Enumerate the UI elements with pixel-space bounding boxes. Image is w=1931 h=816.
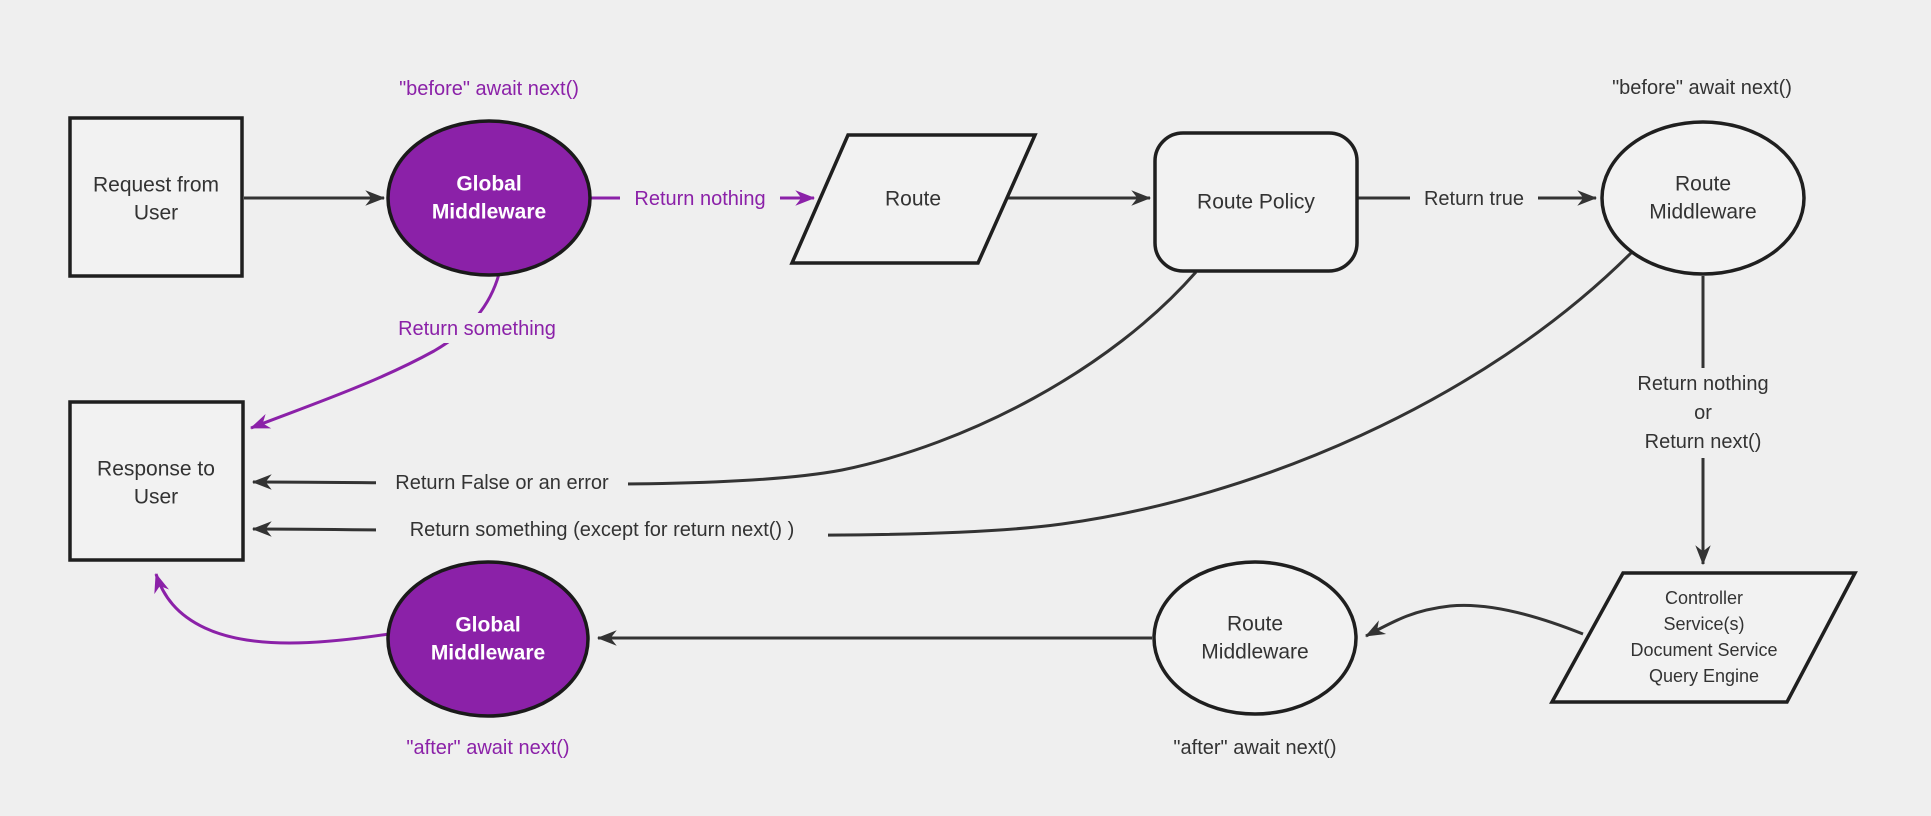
route-policy-box — [1153, 131, 1359, 273]
return-something-except-label: Return something (except for return next… — [410, 519, 795, 541]
node-global-middleware-top: Global Middleware — [386, 119, 592, 277]
node-request-from-user: Request from User — [68, 116, 244, 278]
controller-line1: Controller — [1665, 588, 1743, 608]
global-middleware-top-line2: Middleware — [432, 201, 546, 224]
edge-label-return-nothing-or-next: Return nothing or Return next() — [1615, 368, 1791, 458]
edge-label-return-true: Return true — [1410, 183, 1538, 213]
arrow-global-middleware-return-something-to-response — [249, 273, 501, 430]
after-await-next-middle-label: "after" await next() — [1173, 737, 1336, 759]
controller-line4: Query Engine — [1649, 666, 1759, 686]
before-await-next-top-label: "before" await next() — [399, 78, 579, 100]
route-parallelogram — [789, 133, 1038, 265]
node-route-middleware-top: Route Middleware — [1600, 120, 1806, 276]
after-await-next-left-label: "after" await next() — [406, 737, 569, 759]
edge-label-return-false-error: Return False or an error — [376, 467, 628, 497]
return-nothing-or-next-line2: or — [1694, 402, 1712, 424]
arrow-controller-to-route-middleware-bottom — [1365, 603, 1584, 638]
response-to-user-line1: Response to — [97, 458, 215, 481]
global-middleware-top-ellipse — [386, 119, 592, 277]
global-middleware-bottom-ellipse — [386, 560, 590, 718]
node-route-policy: Route Policy — [1153, 131, 1359, 273]
route-middleware-top-line1: Route — [1675, 173, 1731, 196]
return-nothing-or-next-line1: Return nothing — [1637, 373, 1768, 395]
label-background — [1615, 368, 1791, 458]
route-policy-label: Route Policy — [1197, 191, 1315, 214]
label-background — [376, 514, 828, 544]
arrow-route-policy-to-response — [251, 271, 1198, 490]
controller-line2: Service(s) — [1663, 614, 1744, 634]
label-background — [376, 467, 628, 497]
global-middleware-bottom-line1: Global — [455, 614, 520, 637]
node-response-to-user: Response to User — [68, 400, 245, 562]
route-middleware-bottom-ellipse — [1152, 560, 1358, 716]
response-to-user-line2: User — [134, 486, 178, 509]
route-middleware-bottom-line2: Middleware — [1201, 641, 1308, 664]
controller-line3: Document Service — [1630, 640, 1777, 660]
return-true-label: Return true — [1424, 188, 1524, 210]
request-from-user-line1: Request from — [93, 174, 219, 197]
label-background — [1410, 183, 1538, 213]
edge-label-return-something-except: Return something (except for return next… — [376, 514, 828, 544]
before-await-next-right-label: "before" await next() — [1612, 77, 1792, 99]
request-from-user-line2: User — [134, 202, 178, 225]
global-middleware-top-line1: Global — [456, 173, 521, 196]
label-background — [390, 313, 564, 343]
route-middleware-top-ellipse — [1600, 120, 1806, 276]
node-route-middleware-bottom: Route Middleware — [1152, 560, 1358, 716]
return-nothing-or-next-line3: Return next() — [1645, 431, 1762, 453]
global-middleware-bottom-line2: Middleware — [431, 642, 545, 665]
edge-label-return-something: Return something — [390, 313, 564, 343]
label-background — [620, 183, 780, 213]
return-something-label: Return something — [398, 318, 556, 340]
return-nothing-label: Return nothing — [634, 188, 765, 210]
request-from-user-box — [68, 116, 244, 278]
node-route: Route — [789, 133, 1038, 265]
node-controller-services: Controller Service(s) Document Service Q… — [1549, 571, 1858, 704]
response-to-user-box — [68, 400, 245, 562]
edge-label-return-nothing: Return nothing — [620, 183, 780, 213]
route-middleware-top-line2: Middleware — [1649, 201, 1756, 224]
return-false-error-label: Return False or an error — [395, 472, 609, 494]
route-middleware-bottom-line1: Route — [1227, 613, 1283, 636]
controller-services-parallelogram — [1549, 571, 1858, 704]
arrow-global-middleware-bottom-to-response — [154, 572, 390, 645]
node-global-middleware-bottom: Global Middleware — [386, 560, 590, 718]
route-label: Route — [885, 188, 941, 211]
